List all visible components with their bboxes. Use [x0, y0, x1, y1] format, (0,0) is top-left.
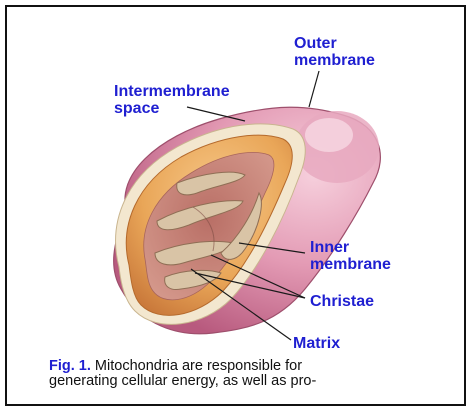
figure-caption: Fig. 1. Mitochondria are responsible for…: [49, 359, 454, 389]
caption-figure-number: Fig. 1.: [49, 358, 91, 374]
label-matrix: Matrix: [293, 335, 340, 352]
outer-membrane-sheen: [305, 118, 353, 152]
label-inner-membrane: Inner membrane: [310, 239, 391, 273]
label-cristae: Christae: [310, 293, 374, 310]
mitochondrion-illustration: [7, 7, 466, 406]
caption-line-1: Mitochondria are responsible for: [91, 358, 302, 374]
label-intermembrane-space: Intermembrane space: [114, 83, 230, 117]
figure-frame: Outer membrane Intermembrane space Inner…: [5, 5, 466, 406]
label-outer-membrane: Outer membrane: [294, 35, 375, 69]
leader-outer: [309, 71, 319, 107]
caption-line-2: generating cellular energy, as well as p…: [49, 373, 316, 389]
